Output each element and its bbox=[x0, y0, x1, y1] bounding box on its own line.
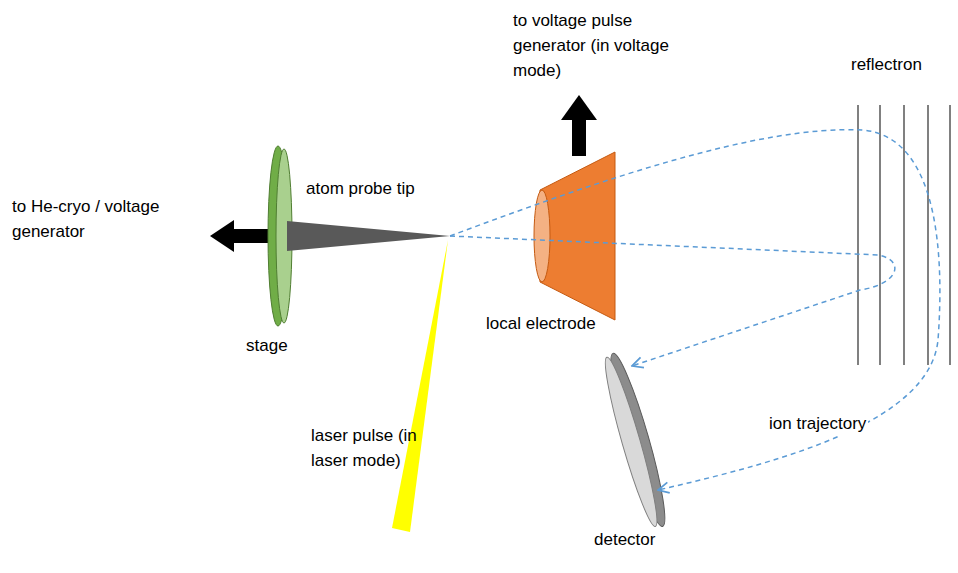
laser-label: laser pulse (in laser mode) bbox=[311, 423, 446, 473]
atom-probe-tip bbox=[287, 221, 450, 251]
ion-trajectory bbox=[450, 130, 940, 490]
electrode-label: local electrode bbox=[486, 311, 596, 336]
cryo-label: to He-cryo / voltage generator bbox=[12, 194, 200, 244]
cryo-arrow bbox=[210, 220, 268, 252]
laser-beam bbox=[392, 240, 448, 532]
trajectory-label: ion trajectory bbox=[767, 411, 868, 436]
pulse-arrow bbox=[561, 95, 597, 156]
pulse-generator-label: to voltage pulse generator (in voltage m… bbox=[513, 8, 688, 83]
reflectron-label: reflectron bbox=[851, 52, 922, 77]
tip-label: atom probe tip bbox=[306, 176, 415, 201]
detector-label: detector bbox=[594, 527, 655, 552]
detector-disc bbox=[598, 350, 674, 530]
local-electrode bbox=[534, 152, 615, 320]
stage-label: stage bbox=[246, 333, 288, 358]
